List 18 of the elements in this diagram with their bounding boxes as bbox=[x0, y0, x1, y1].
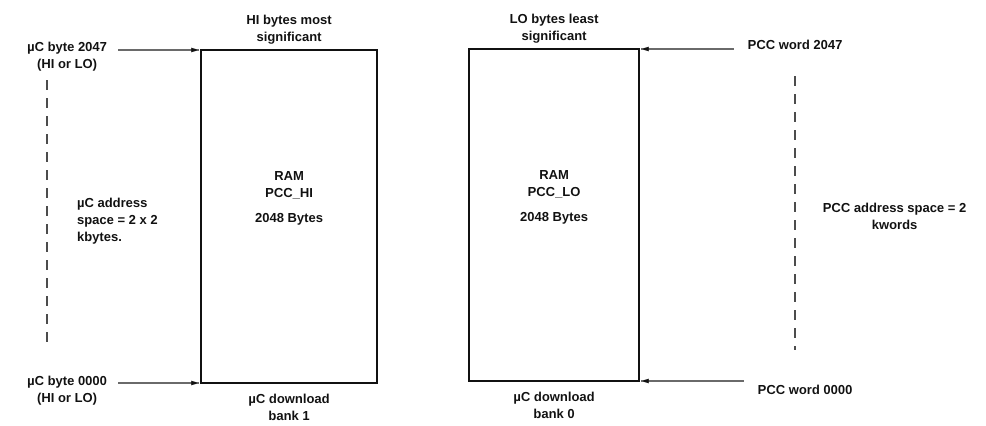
arrow bbox=[641, 378, 744, 384]
block-heading: HI bytes most significant bbox=[245, 11, 333, 45]
arrow bbox=[118, 48, 199, 52]
note-text: µC address space = 2 x 2 kbytes. bbox=[77, 194, 159, 245]
block-text: RAM PCC_LO bbox=[526, 166, 582, 200]
block-text: RAM PCC_HI bbox=[264, 167, 314, 201]
address-label: µC byte 2047 (HI or LO) bbox=[22, 38, 112, 74]
block-text: 2048 Bytes bbox=[254, 209, 324, 226]
block-text: 2048 Bytes bbox=[519, 208, 589, 225]
note-text: PCC address space = 2 kwords bbox=[822, 199, 967, 233]
block-caption: µC download bank 0 bbox=[512, 388, 596, 422]
arrow bbox=[641, 46, 734, 52]
block-caption: µC download bank 1 bbox=[247, 390, 331, 424]
address-label: µC byte 0000 (HI or LO) bbox=[22, 372, 112, 408]
arrow bbox=[118, 380, 199, 386]
address-label: PCC word 0000 bbox=[750, 381, 860, 401]
address-label: PCC word 2047 bbox=[740, 36, 850, 56]
block-heading: LO bytes least significant bbox=[508, 10, 600, 44]
